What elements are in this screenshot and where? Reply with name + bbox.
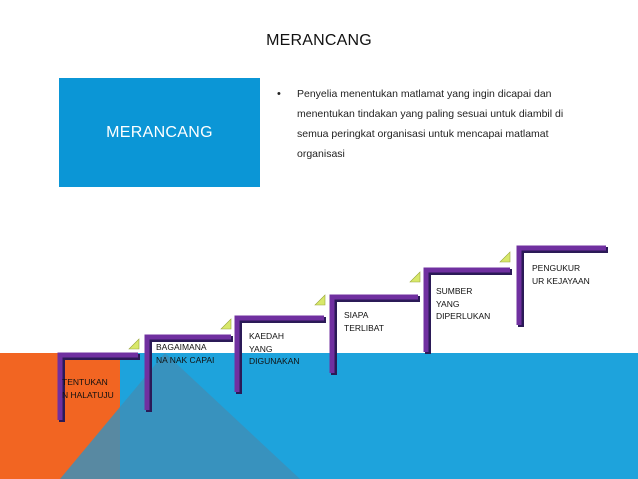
step-line: [329, 294, 418, 373]
step-line: [516, 245, 606, 325]
title-box: MERANCANG: [59, 78, 260, 187]
step-label: TENTUKAN N HALATUJU: [62, 377, 114, 400]
step-line: [234, 315, 324, 392]
step-line: [57, 352, 138, 420]
step-label: BAGAIMANA NA NAK CAPAI: [156, 342, 215, 365]
step-label: SIAPA TERLIBAT: [344, 310, 384, 333]
step-line: [144, 334, 231, 410]
step-arrow-icon: [220, 318, 232, 330]
step-label: SUMBER YANG DIPERLUKAN: [436, 286, 491, 321]
step-label: KAEDAH YANG DIGUNAKAN: [249, 331, 300, 366]
steps-group: [57, 245, 608, 422]
title-box-label: MERANCANG: [106, 123, 213, 141]
slide-title: MERANCANG: [266, 32, 372, 49]
bullet-point: • Penyelia menentukan matlamat yang ingi…: [277, 84, 583, 164]
triangle-shape: [60, 353, 300, 479]
step-arrow-icon: [409, 271, 421, 283]
step-arrow-icon: [314, 294, 326, 306]
bullet-text: Penyelia menentukan matlamat yang ingin …: [297, 88, 564, 160]
step-line: [423, 267, 510, 352]
step-arrow-icon: [128, 338, 140, 350]
bullet-dot-icon: •: [277, 88, 281, 100]
step-arrow-icon: [499, 251, 511, 263]
step-label: PENGUKUR UR KEJAYAAN: [532, 263, 590, 286]
